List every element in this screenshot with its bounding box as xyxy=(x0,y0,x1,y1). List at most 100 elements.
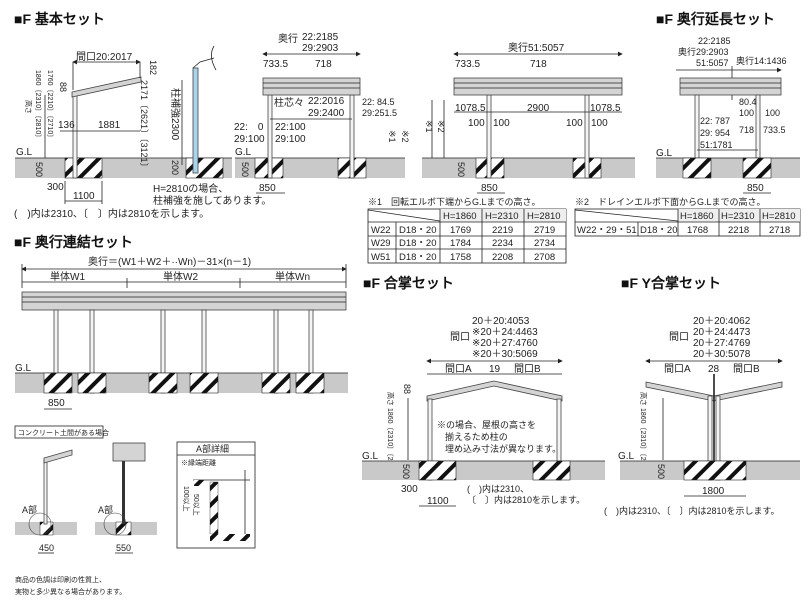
table1-caption: ※1 回転エルボ下端からG.Lまでの高さ。 xyxy=(368,196,541,207)
foundation xyxy=(418,460,457,481)
depth-22: 22:2185 xyxy=(302,32,339,43)
foundation xyxy=(185,157,224,179)
unit-w2: 単体W2 xyxy=(163,270,198,283)
roof xyxy=(262,77,361,96)
basic-side-view: 奥行 22:2185 29:2903 733.5 718 柱芯々 22:2016… xyxy=(234,32,410,194)
cell-text: W22 xyxy=(371,225,391,236)
dim-182: 182 xyxy=(148,60,158,75)
cell-text: D18・20 xyxy=(399,238,437,249)
pole-reinforcement-view: 柱補強2300 200 H=2810の場合、 柱補強を施してあります。 xyxy=(153,45,271,207)
roof xyxy=(453,77,623,96)
dim-1881: 1881 xyxy=(98,120,121,131)
mark-1: ※1 xyxy=(387,130,397,143)
gassho-set-title: ■F 合掌セット xyxy=(363,275,454,291)
roof-edge xyxy=(192,57,215,69)
table-elbow-height: ※1 回転エルボ下端からG.Lまでの高さ。 H=1860 H=2310 H=28… xyxy=(367,196,567,264)
dim-100: 100 xyxy=(493,118,510,129)
dim-550: 550 xyxy=(116,543,131,553)
foundation xyxy=(532,460,571,481)
basic-set-section: ■F 基本セット 間口20:2017 88 182 高さ 1860〔2310〕〔… xyxy=(14,11,410,220)
gap-28: 28 xyxy=(708,364,720,375)
extension-depth: 奥行14:1436 xyxy=(736,55,787,66)
cell-text: D18・20 xyxy=(399,252,437,263)
pitch-22: 22:2016 xyxy=(308,96,345,107)
bracket-note: ( )内は2310、〔 〕内は2810を示します。 xyxy=(14,207,209,220)
dim-1800: 1800 xyxy=(702,486,725,497)
cell-text: W22・29・51 xyxy=(577,225,637,236)
gassho-set-section: ■F 合掌セット 間口 20＋20:4053 ※20＋24:4463 ※20＋2… xyxy=(362,275,605,507)
post xyxy=(267,94,273,179)
cell-text: 2718 xyxy=(769,225,790,236)
cell-text: D18・20 xyxy=(399,225,437,236)
depth-formula: 奥行＝(W1＋W2＋··Wn)－31×(n－1) xyxy=(88,255,251,268)
dim-500: 500 xyxy=(34,162,44,177)
width-b: 間口B xyxy=(733,363,760,375)
extension-set-section: ■F 奥行延長セット 22:2185 奥行29:2903 51:5057 奥行1… xyxy=(656,11,800,194)
gl-label: G.L xyxy=(16,147,33,158)
width-option: 20＋30:5078 xyxy=(693,349,751,360)
unit-w1: 単体W1 xyxy=(50,270,85,283)
dim-500: 500 xyxy=(656,464,666,479)
dim-850: 850 xyxy=(481,183,498,194)
gl-label: G.L xyxy=(656,148,673,159)
a-part-detail: A部詳細 ※縁端距離 100以上 50以上 xyxy=(176,441,256,549)
legend-line: ( )内は2310、 xyxy=(467,483,529,494)
width-option: 20＋20:4053 xyxy=(472,316,530,327)
cell-text: 2234 xyxy=(492,238,513,249)
cell-text: 2734 xyxy=(534,238,555,249)
dim-100: 100 xyxy=(765,108,780,118)
dim-733: 733.5 xyxy=(763,125,786,135)
dim-80-4: 80.4 xyxy=(739,97,757,107)
width-option: 20＋27:4769 xyxy=(693,338,751,349)
note-line: ※の場合、屋根の高さを xyxy=(437,419,536,430)
dim-2900: 2900 xyxy=(527,103,550,114)
gl-label: G.L xyxy=(235,147,252,158)
table-header: H=2810 xyxy=(762,211,796,222)
width-a: 間口A xyxy=(445,363,472,375)
cell-text: 2218 xyxy=(728,225,749,236)
gl-label: G.L xyxy=(15,363,32,374)
dim-718: 718 xyxy=(315,59,332,70)
concrete-floor-section: コンクリート土間がある場合 A部 450 A部 550 A部詳細 ※縁端距離 1… xyxy=(14,425,256,596)
width-option: ※20＋27:4760 xyxy=(472,338,538,349)
dim-300: 300 xyxy=(47,182,64,193)
dim-500: 500 xyxy=(456,162,466,177)
dim-100-min: 100以上 xyxy=(182,486,191,512)
height-1860: 1860〔2310〕〔2810〕 xyxy=(34,70,42,141)
width-option: 20＋20:4062 xyxy=(693,316,751,327)
mark-2: ※2 xyxy=(400,130,410,143)
mark-2: ※2 xyxy=(436,120,446,133)
table-header: H=2810 xyxy=(527,211,561,222)
posts xyxy=(53,309,314,394)
post xyxy=(486,94,492,179)
dim-100: 100 xyxy=(739,108,754,118)
foundation xyxy=(742,157,772,179)
depth-29: 29:2903 xyxy=(302,43,339,54)
dim-88: 88 xyxy=(58,82,68,92)
pitch-29: 29:2400 xyxy=(308,108,345,119)
gap-19: 19 xyxy=(489,364,501,375)
cell-text: 2208 xyxy=(492,252,513,263)
depth-22: 22:2185 xyxy=(698,36,731,46)
note-line: 揃えるため柱の xyxy=(445,431,508,442)
right-22: 22:100 xyxy=(275,122,306,133)
dim-300: 300 xyxy=(401,484,418,495)
width-label: 間口20:2017 xyxy=(76,51,133,63)
bracket-note: ( )内は2310、〔 〕内は2810を示します。 xyxy=(604,505,780,516)
table-header: H=1860 xyxy=(443,211,477,222)
dim-2171: 2171〔2621〕〔3121〕 xyxy=(139,80,149,172)
foundation xyxy=(64,157,103,179)
table2-caption: ※2 ドレインエルボ下面からG.Lまでの高さ。 xyxy=(575,196,766,207)
right-29: 29:100 xyxy=(275,134,306,145)
width-option: ※20＋30:5069 xyxy=(472,349,538,360)
left-29: 29:100 xyxy=(234,134,265,145)
gl-label: G.L xyxy=(362,451,379,462)
y-gassho-set-title: ■F Y合掌セット xyxy=(621,275,721,291)
y-gassho-set-section: ■F Y合掌セット 間口 20＋20:4062 20＋24:4473 20＋27… xyxy=(604,275,800,516)
cell-text: W29 xyxy=(371,238,391,249)
width-option: 20＋24:4473 xyxy=(693,327,751,338)
roof xyxy=(21,291,347,311)
